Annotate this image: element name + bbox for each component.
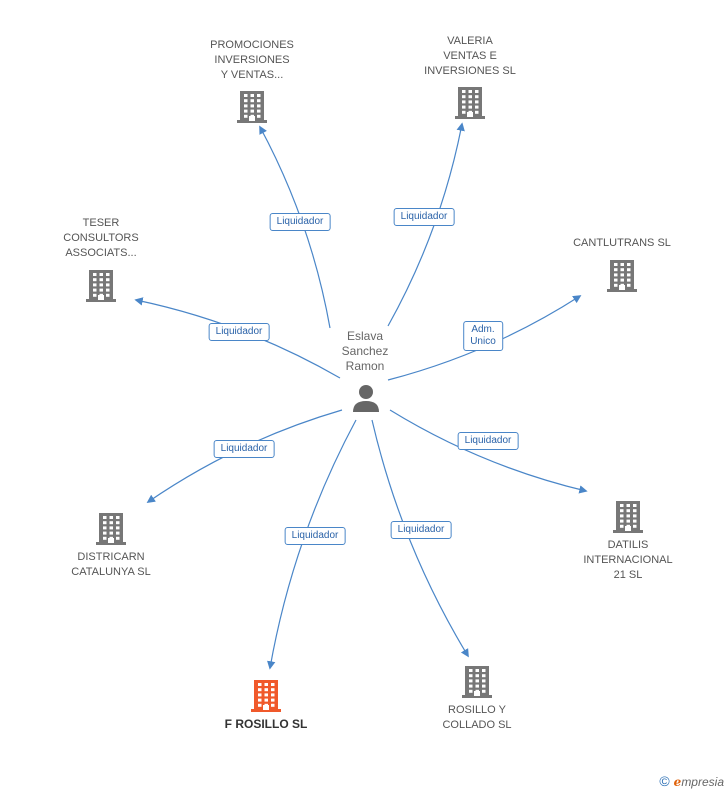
building-icon <box>455 87 485 119</box>
building-icon <box>251 680 281 712</box>
company-node-rosillo[interactable] <box>461 664 493 698</box>
center-person-name[interactable]: Eslava Sanchez Ramon <box>341 329 389 373</box>
edge-label-teser[interactable]: Liquidador <box>208 323 270 341</box>
edge-label-frosillo[interactable]: Liquidador <box>284 527 346 545</box>
building-icon <box>607 260 637 292</box>
building-icon <box>96 513 126 545</box>
company-node-promociones[interactable] <box>236 89 268 123</box>
company-label-cantlutrans[interactable]: CANTLUTRANS SL <box>573 237 671 249</box>
edge-to-datilis <box>389 409 588 494</box>
company-node-datilis[interactable] <box>612 499 644 533</box>
edge-label-datilis[interactable]: Liquidador <box>457 432 519 450</box>
edge-label-rosillo[interactable]: Liquidador <box>390 521 452 539</box>
center-person[interactable] <box>353 385 379 412</box>
company-label-promociones[interactable]: PROMOCIONES INVERSIONES Y VENTAS... <box>210 39 294 81</box>
company-node-frosillo[interactable] <box>250 678 282 712</box>
company-label-valeria[interactable]: VALERIA VENTAS E INVERSIONES SL <box>424 35 516 77</box>
building-icon <box>237 91 267 123</box>
company-node-valeria[interactable] <box>454 85 486 119</box>
company-label-districarn[interactable]: DISTRICARN CATALUNYA SL <box>71 551 151 578</box>
person-icon <box>353 385 379 412</box>
company-label-datilis[interactable]: DATILIS INTERNACIONAL 21 SL <box>583 539 673 581</box>
edge-to-valeria <box>387 122 465 327</box>
edge-label-districarn[interactable]: Liquidador <box>213 440 275 458</box>
building-icon <box>613 501 643 533</box>
edge-to-rosillo <box>371 419 469 658</box>
edge-label-promociones[interactable]: Liquidador <box>269 213 331 231</box>
company-label-teser[interactable]: TESER CONSULTORS ASSOCIATS... <box>63 217 139 259</box>
company-node-cantlutrans[interactable] <box>606 258 638 292</box>
building-icon <box>462 666 492 698</box>
company-node-teser[interactable] <box>85 268 117 302</box>
brand-logo-first: e <box>673 775 682 789</box>
brand-logo-rest: mpresia <box>681 775 724 789</box>
company-label-frosillo[interactable]: F ROSILLO SL <box>224 717 308 731</box>
copyright-symbol: © <box>659 773 670 789</box>
edge-label-cantlutrans[interactable]: Adm. Unico <box>463 321 503 351</box>
building-icon <box>86 270 116 302</box>
edge-label-valeria[interactable]: Liquidador <box>393 208 455 226</box>
company-node-districarn[interactable] <box>95 511 127 545</box>
footer-brand: ©empresia <box>659 773 724 789</box>
company-label-rosillo[interactable]: ROSILLO Y COLLADO SL <box>442 704 512 731</box>
